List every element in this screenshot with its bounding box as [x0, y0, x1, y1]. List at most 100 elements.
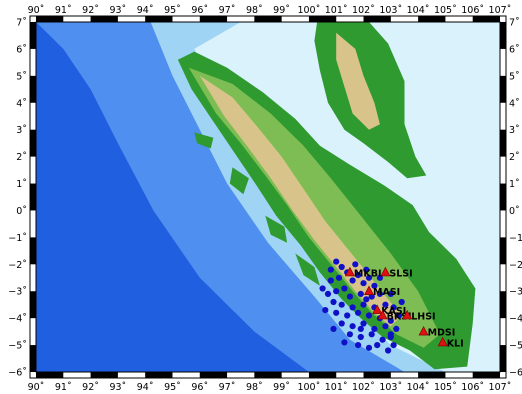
latitude-tick-label: 4˚ — [16, 98, 27, 109]
event-marker — [387, 290, 394, 297]
latitude-labels-left: 7˚6˚5˚4˚3˚2˚1˚0˚−1˚−2˚−3˚−4˚−5˚−6˚ — [8, 18, 27, 379]
longitude-tick-label: 91˚ — [55, 5, 72, 16]
event-marker — [330, 298, 337, 306]
station-label: MKBI — [354, 268, 382, 279]
latitude-tick-label: 3˚ — [16, 125, 27, 136]
event-marker — [327, 277, 334, 284]
latitude-tick-label: 5˚ — [16, 71, 27, 82]
event-marker — [374, 342, 381, 349]
latitude-tick-label: −6˚ — [509, 368, 522, 379]
frame-segment — [500, 75, 506, 103]
station-label: MASI — [373, 287, 400, 298]
latitude-tick-label: 6˚ — [16, 44, 27, 55]
frame-segment — [500, 345, 506, 372]
frame-segment — [500, 129, 506, 157]
station-label: KASI — [381, 306, 406, 317]
frame-segment — [199, 16, 228, 22]
longitude-tick-label: 98˚ — [246, 382, 263, 393]
frame-segment — [30, 237, 36, 265]
mentawai-islands — [194, 132, 320, 286]
longitude-tick-label: 94˚ — [137, 5, 154, 16]
station-triangle-icon — [437, 336, 448, 347]
event-marker — [352, 261, 359, 268]
frame-segment — [308, 372, 337, 378]
frame-segment — [30, 22, 36, 49]
longitude-tick-label: 96˚ — [191, 382, 208, 393]
latitude-tick-label: −5˚ — [509, 341, 522, 352]
latitude-tick-label: 4˚ — [509, 98, 520, 109]
longitude-tick-label: 93˚ — [109, 5, 126, 16]
event-marker — [393, 325, 400, 332]
event-marker — [390, 304, 397, 311]
latitude-tick-label: 6˚ — [509, 44, 520, 55]
longitude-labels-bottom: 90˚91˚92˚93˚94˚95˚96˚97˚98˚99˚100˚101˚10… — [28, 382, 512, 393]
event-marker — [335, 274, 343, 281]
event-marker — [398, 298, 405, 306]
event-marker — [385, 347, 392, 354]
frame-segment — [30, 291, 36, 319]
station-label: KLI — [447, 338, 464, 349]
frame-segment — [90, 16, 118, 22]
event-marker — [382, 323, 389, 330]
frame-segment — [418, 372, 446, 378]
event-marker — [346, 293, 353, 300]
longitude-tick-label: 99˚ — [273, 382, 290, 393]
frame-segment — [308, 16, 337, 22]
longitude-tick-label: 90˚ — [28, 382, 45, 393]
event-marker — [349, 304, 356, 311]
station-label: BKSI — [387, 312, 412, 323]
event-marker — [344, 312, 351, 319]
latitude-tick-label: 3˚ — [509, 125, 520, 136]
longitude-tick-label: 100˚ — [297, 5, 320, 16]
longitude-tick-label: 107˚ — [489, 382, 512, 393]
longitude-labels-top: 90˚91˚92˚93˚94˚95˚96˚97˚98˚99˚100˚101˚10… — [28, 5, 512, 16]
latitude-tick-label: 2˚ — [16, 152, 27, 163]
station-label: SLSI — [389, 268, 412, 279]
longitude-tick-label: 98˚ — [246, 5, 263, 16]
event-marker — [355, 272, 362, 279]
event-marker — [387, 331, 394, 338]
event-marker — [363, 266, 370, 273]
longitude-tick-label: 105˚ — [434, 5, 457, 16]
longitude-tick-label: 97˚ — [219, 5, 236, 16]
longitude-tick-label: 96˚ — [191, 5, 208, 16]
bukit-barisan-highlands — [199, 75, 402, 327]
station-triangle-icon — [372, 304, 383, 314]
frame-segment — [199, 372, 228, 378]
event-marker — [368, 331, 375, 338]
frame-segment — [500, 183, 506, 211]
longitude-tick-label: 107˚ — [489, 5, 512, 16]
map-frame — [29, 15, 507, 379]
event-marker — [333, 288, 340, 295]
latitude-tick-label: −4˚ — [8, 314, 27, 325]
latitude-tick-label: 1˚ — [16, 179, 27, 190]
latitude-tick-label: −3˚ — [509, 287, 522, 298]
event-marker — [382, 301, 389, 308]
latitude-tick-label: −1˚ — [8, 233, 27, 244]
earthquake-events — [319, 258, 405, 354]
longitude-tick-label: 105˚ — [434, 382, 457, 393]
frame-segment — [254, 372, 282, 378]
latitude-tick-label: −2˚ — [509, 260, 522, 271]
station-triangle-icon — [402, 309, 413, 320]
latitude-tick-label: −6˚ — [8, 368, 27, 379]
frame-segment — [500, 237, 506, 265]
event-marker — [379, 336, 386, 343]
frame-segment — [30, 75, 36, 103]
frame-segment — [500, 291, 506, 319]
event-marker — [324, 290, 332, 297]
longitude-tick-label: 95˚ — [164, 5, 181, 16]
event-marker — [338, 263, 345, 271]
frame-segment — [30, 129, 36, 157]
longitude-tick-label: 104˚ — [407, 382, 430, 393]
event-marker — [376, 290, 383, 297]
latitude-tick-label: 0˚ — [509, 206, 520, 217]
station-label: LHSI — [411, 312, 435, 323]
longitude-tick-label: 91˚ — [55, 382, 72, 393]
longitude-tick-label: 102˚ — [352, 5, 375, 16]
event-marker — [330, 325, 337, 332]
event-marker — [349, 323, 356, 330]
